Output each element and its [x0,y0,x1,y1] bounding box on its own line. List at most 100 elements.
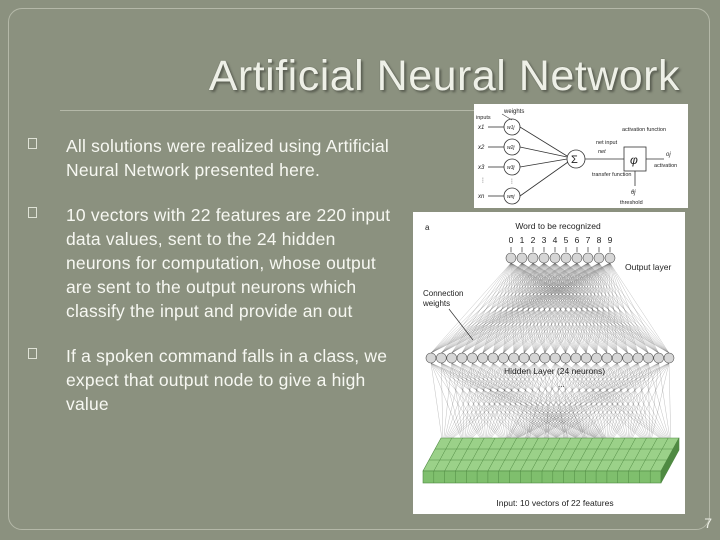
panel-label: a [425,223,430,232]
connection-line [461,262,556,354]
hidden-neuron [508,352,520,364]
connection-line [524,262,556,354]
connection-line [524,262,567,354]
slide-frame [8,8,710,530]
connection-line [451,262,545,354]
connection-line [524,262,545,354]
connection-line [609,262,639,354]
weights-label: weights [503,109,524,115]
connection-line [543,362,670,447]
connection-line [565,262,600,354]
connection-line [543,362,618,447]
weight-w3: w3j [507,165,515,171]
grid-col-line [617,437,636,472]
connection-line [543,362,576,447]
connection-line [534,262,556,354]
connection-line [585,362,608,447]
connection-line [451,262,556,354]
connection-line [500,362,607,447]
connection-line [464,362,504,447]
output-digit-label: 0 [509,235,514,245]
connection-line [585,362,597,447]
connection-line [500,362,597,447]
connection-line [510,262,587,354]
connection-line [441,362,444,447]
connection-line [554,262,566,354]
connection-line [555,362,650,447]
connection-line [598,262,659,354]
connection-weights-label-2: weights [422,299,450,308]
connection-weights-label: Connection [423,289,463,298]
output-neuron [604,252,616,264]
connection-line [492,362,507,447]
connection-line [575,262,578,354]
connection-line [627,362,629,447]
connection-line [585,362,659,447]
connection-line [482,362,507,447]
connection-line [555,262,578,354]
connection-line [598,262,639,354]
hidden-neuron [560,352,571,364]
connection-line [543,362,587,447]
connection-line [521,262,576,354]
connection-line [617,362,650,447]
connection-line [510,262,525,354]
connection-line [627,362,650,447]
hidden-neuron [591,352,602,364]
connection-line [521,262,566,354]
connection-line [506,362,525,447]
neuron-model-figure: weights inputs x1 x2 x3 ⋮ xn w1j w2j w3j… [474,104,688,208]
connection-line [543,362,556,447]
connection-line [587,262,608,354]
connection-line [472,262,545,354]
connection-line [451,262,589,354]
connection-line [596,262,600,354]
connection-line [522,362,670,447]
grid-col-line [476,437,496,472]
connection-line [617,362,629,447]
connection-line [555,262,611,354]
connection-line [510,262,576,354]
connection-line [492,262,545,354]
connection-line [543,362,659,447]
connection-line [598,262,618,354]
connection-line [598,262,649,354]
connection-line [472,262,611,354]
connection-line [524,262,534,354]
connection-line [544,362,571,447]
connection-line [555,362,608,447]
connection-line [442,362,504,447]
connection-line [565,262,576,354]
connection-line [500,362,639,447]
connection-line [587,262,670,354]
connection-line [472,262,512,354]
connection-line [461,262,578,354]
connection-line [522,362,556,447]
connection-line [555,262,589,354]
connection-line [503,262,578,354]
connection-line [513,262,589,354]
weight-w1: w1j [507,125,515,131]
connection-line [532,262,587,354]
connection-line [513,262,523,354]
connection-line [472,262,556,354]
connection-line [521,262,525,354]
connection-line [596,362,608,447]
connection-line [543,262,556,354]
grid-col-line [563,437,582,472]
hidden-neuron [611,352,623,364]
activation-label: activation [654,163,677,169]
connection-line [587,262,659,354]
connection-line [442,362,483,447]
svg-text:⋮: ⋮ [480,177,486,184]
grid-col-line [530,437,550,472]
connection-line [575,262,600,354]
connection-line [464,362,473,447]
connection-line [555,362,565,447]
connection-line [543,262,587,354]
connection-line [482,262,523,354]
hidden-neuron [632,352,644,364]
connection-line [585,362,639,447]
connection-line [430,362,444,447]
connection-line [544,262,578,354]
